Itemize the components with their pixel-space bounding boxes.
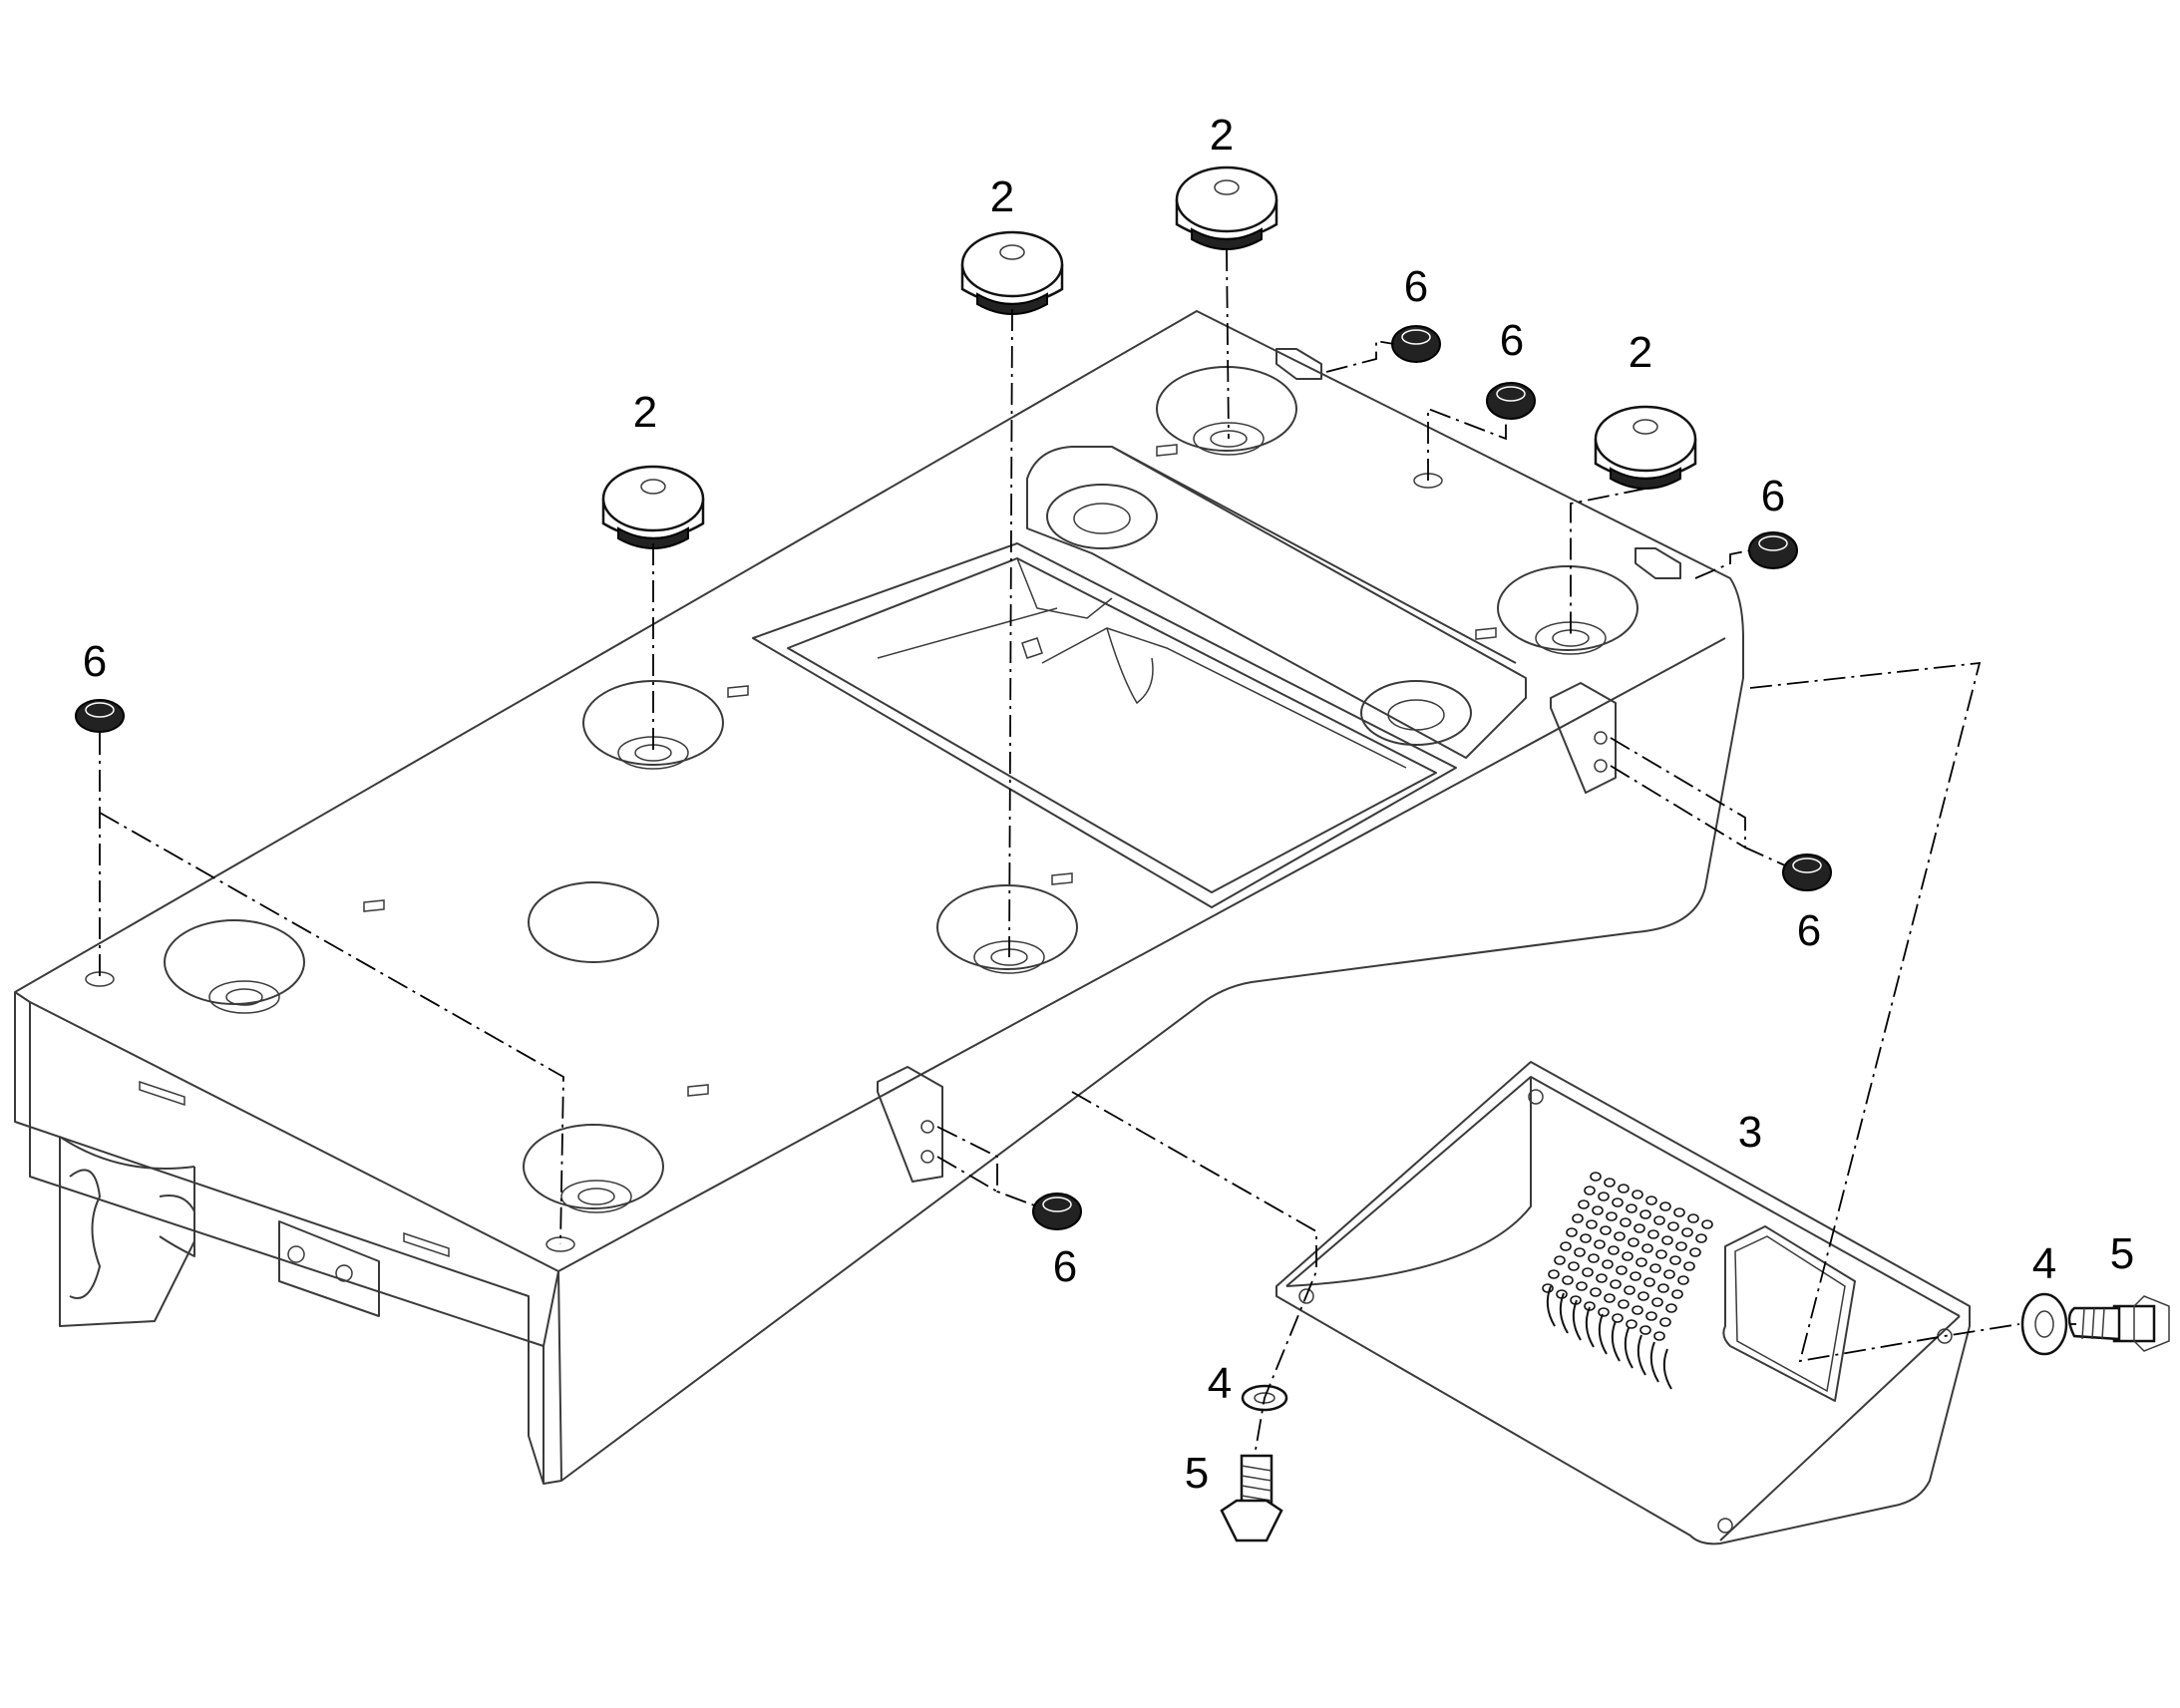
rubber-mount-2 bbox=[960, 230, 1064, 315]
callout-6-plug-5: 6 bbox=[1797, 906, 1821, 955]
plug-4 bbox=[1748, 531, 1798, 569]
callout-5-bolt-1: 5 bbox=[1185, 1449, 1209, 1498]
cover-grille bbox=[1542, 1172, 1713, 1390]
mount-hole-5 bbox=[523, 1124, 664, 1213]
washer-2 bbox=[2020, 1292, 2068, 1356]
callout-2-mount-1: 2 bbox=[633, 388, 657, 437]
plug-5 bbox=[1782, 854, 1832, 891]
leader-lines bbox=[99, 248, 2076, 1457]
rubber-mount-3 bbox=[1175, 166, 1278, 250]
callout-6-plug-6: 6 bbox=[1053, 1242, 1077, 1291]
callout-4-washer-2: 4 bbox=[2032, 1239, 2056, 1288]
callout-6-plug-3: 6 bbox=[1500, 316, 1524, 365]
bolt-2 bbox=[2067, 1295, 2170, 1352]
frame-body bbox=[14, 310, 1744, 1485]
callout-6-plug-1: 6 bbox=[83, 637, 107, 686]
plug-6 bbox=[1032, 1193, 1082, 1230]
mount-hole-4 bbox=[936, 884, 1078, 974]
callout-2-mount-4: 2 bbox=[1629, 328, 1652, 377]
deck-hole-1 bbox=[1046, 484, 1158, 549]
cover-plate bbox=[1275, 1061, 1971, 1545]
callout-5-bolt-2: 5 bbox=[2110, 1229, 2134, 1278]
callout-6-plug-2: 6 bbox=[1404, 262, 1428, 311]
mount-hole-7 bbox=[1497, 565, 1638, 655]
plug-1 bbox=[75, 699, 125, 733]
mount-hole-1 bbox=[164, 919, 305, 1014]
callout-3-cover: 3 bbox=[1738, 1108, 1762, 1157]
mount-hole-6 bbox=[1156, 366, 1297, 456]
plug-3 bbox=[1486, 382, 1536, 420]
callout-6-plug-4: 6 bbox=[1761, 472, 1785, 520]
callout-2-mount-3: 2 bbox=[1210, 111, 1234, 160]
callout-4-washer-1: 4 bbox=[1208, 1359, 1232, 1408]
mount-hole-2 bbox=[528, 881, 659, 963]
bolt-1 bbox=[1220, 1454, 1283, 1542]
deck-hole-2 bbox=[1360, 680, 1472, 746]
rubber-mount-4 bbox=[1594, 405, 1697, 490]
rubber-mount-1 bbox=[601, 465, 705, 549]
plug-2 bbox=[1391, 325, 1441, 363]
callout-2-mount-2: 2 bbox=[990, 172, 1014, 221]
callout-labels: 2 2 2 2 6 6 6 6 6 6 3 4 5 4 5 bbox=[83, 111, 2134, 1498]
